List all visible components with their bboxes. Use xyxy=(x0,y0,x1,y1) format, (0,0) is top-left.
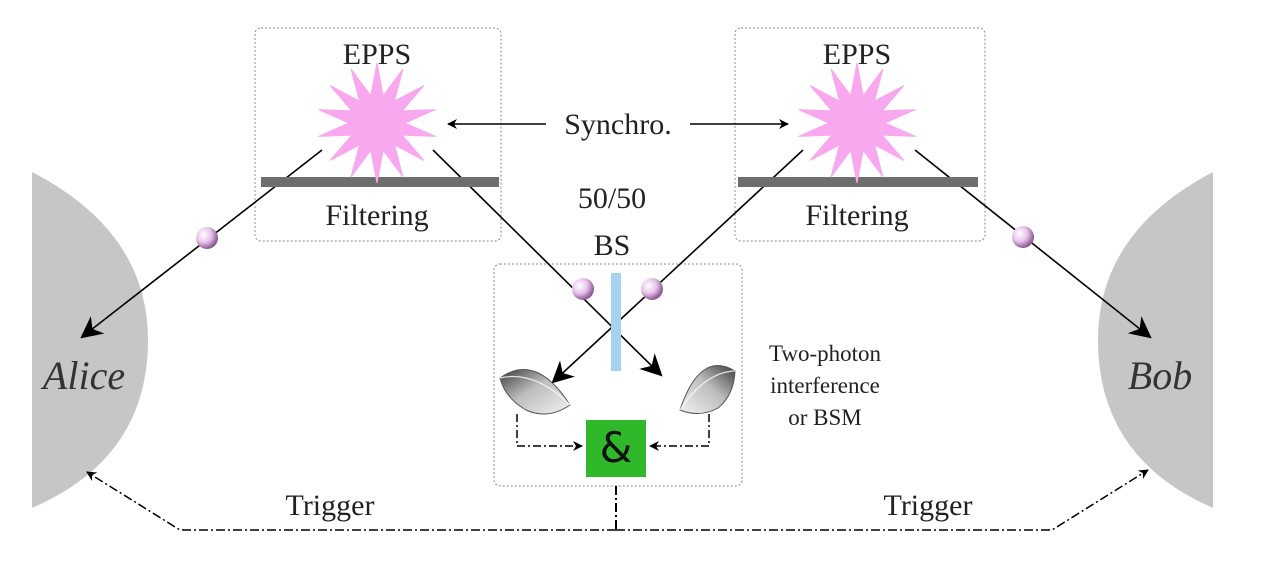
signal-left-to-coincidence xyxy=(516,414,583,451)
epps-source-right-star xyxy=(798,62,916,184)
filtering-left-label: Filtering xyxy=(325,199,428,232)
photon-right-bob xyxy=(1012,226,1034,248)
filtering-right-label: Filtering xyxy=(805,199,908,232)
trigger-right-label: Trigger xyxy=(884,489,973,522)
detector-left xyxy=(499,369,571,415)
photon-left-alice xyxy=(196,227,218,249)
photon-left-bs xyxy=(572,278,594,300)
signal-right-to-coincidence xyxy=(649,414,710,451)
coincidence-box xyxy=(586,420,646,477)
synchro-label: Synchro. xyxy=(564,108,672,141)
interference-label-line2: interference xyxy=(770,373,880,398)
bob-region xyxy=(1098,172,1213,508)
trigger-line-right xyxy=(616,469,1149,531)
left-source-box xyxy=(254,27,502,242)
trigger-left-label: Trigger xyxy=(286,489,375,522)
detector-right xyxy=(679,365,736,414)
bs-ratio-label: 50/50 xyxy=(578,182,646,215)
filter-bar-left xyxy=(261,177,499,187)
path-right-to-bs xyxy=(551,149,804,384)
alice-label: Alice xyxy=(40,353,125,398)
photon-right-bs xyxy=(641,278,663,300)
coincidence-symbol: & xyxy=(600,423,633,472)
interference-label-line1: Two-photon xyxy=(769,341,882,366)
bob-label: Bob xyxy=(1128,353,1192,398)
bs-label: BS xyxy=(594,229,631,262)
filter-bar-right xyxy=(738,177,978,187)
epps-left-label: EPPS xyxy=(343,38,411,71)
measurement-box xyxy=(493,263,743,487)
right-source-box xyxy=(734,27,986,242)
interference-label-line3: or BSM xyxy=(788,405,862,430)
path-left-to-bs xyxy=(432,149,663,377)
beamsplitter xyxy=(611,273,621,371)
epps-source-left-star xyxy=(318,62,436,184)
alice-region xyxy=(32,172,148,508)
epps-right-label: EPPS xyxy=(823,38,891,71)
